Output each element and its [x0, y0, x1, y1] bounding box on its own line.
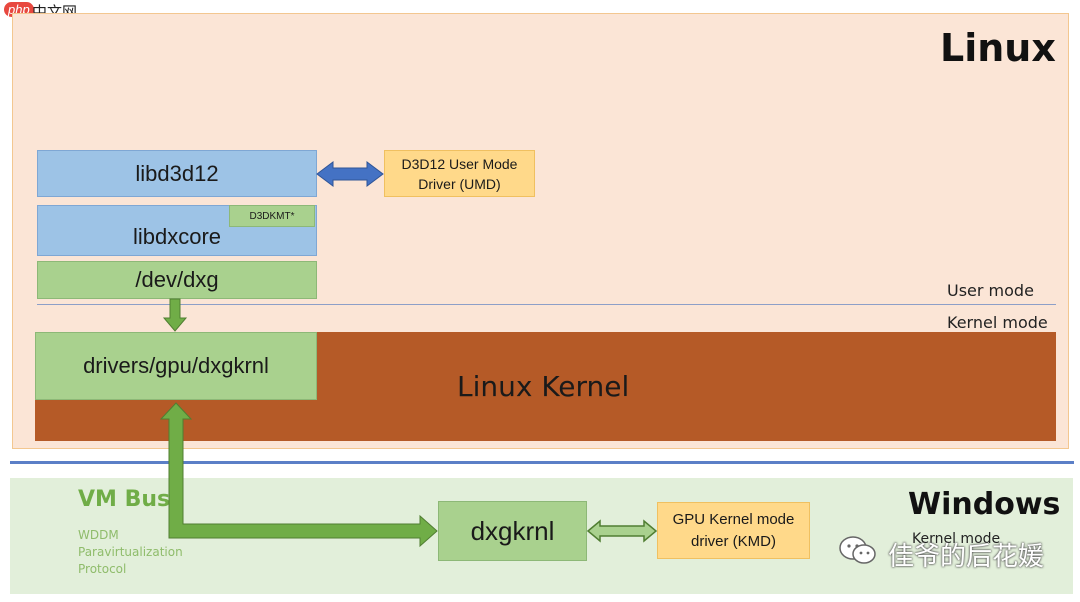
down-arrow-devdxg	[162, 298, 188, 332]
kmd-box: GPU Kernel mode driver (KMD)	[657, 502, 810, 559]
user-mode-label: User mode	[947, 281, 1034, 300]
kmd-line2: driver (KMD)	[690, 532, 776, 550]
linux-kernel-label: Linux Kernel	[457, 370, 630, 403]
libdxcore-label: libdxcore	[132, 224, 222, 249]
windows-dxgkrnl-label: dxgkrnl	[470, 515, 555, 546]
watermark-text: 佳爷的后花媛	[888, 542, 1045, 572]
drivers-dxgkrnl-box: drivers/gpu/dxgkrnl	[35, 332, 317, 400]
vmbus-sub-2: Paravirtualization	[78, 545, 183, 559]
wechat-icon	[838, 535, 878, 567]
umd-line1: D3D12 User Mode	[401, 155, 518, 172]
umd-box: D3D12 User Mode Driver (UMD)	[384, 150, 535, 197]
mode-divider	[37, 304, 1056, 305]
linux-title: Linux	[940, 26, 1056, 70]
kmd-double-arrow	[586, 519, 658, 543]
vmbus-title: VM Bus	[78, 487, 171, 512]
devdxg-box: /dev/dxg	[37, 261, 317, 299]
windows-kernel-mode-label: Kernel mode	[912, 531, 1001, 547]
windows-title: Windows	[908, 487, 1061, 522]
d3dkmt-box: D3DKMT*	[229, 205, 315, 227]
umd-line2: Driver (UMD)	[418, 175, 501, 192]
windows-dxgkrnl-box: dxgkrnl	[438, 501, 587, 561]
vmbus-sub-3: Protocol	[78, 562, 127, 576]
vmbus-sub-1: WDDM	[78, 528, 119, 542]
libd3d12-box: libd3d12	[37, 150, 317, 197]
kernel-mode-label: Kernel mode	[947, 313, 1048, 332]
devdxg-label: /dev/dxg	[135, 267, 219, 292]
vmbus-subtitle: WDDM Paravirtualization Protocol	[78, 527, 183, 578]
vmbus-up-arrow	[159, 402, 438, 548]
libd3d12-label: libd3d12	[135, 160, 219, 186]
os-separator	[10, 461, 1074, 464]
d3dkmt-label: D3DKMT*	[249, 210, 295, 222]
blue-double-arrow	[316, 161, 384, 187]
kmd-line1: GPU Kernel mode	[672, 510, 795, 528]
drivers-dxgkrnl-label: drivers/gpu/dxgkrnl	[83, 353, 269, 378]
